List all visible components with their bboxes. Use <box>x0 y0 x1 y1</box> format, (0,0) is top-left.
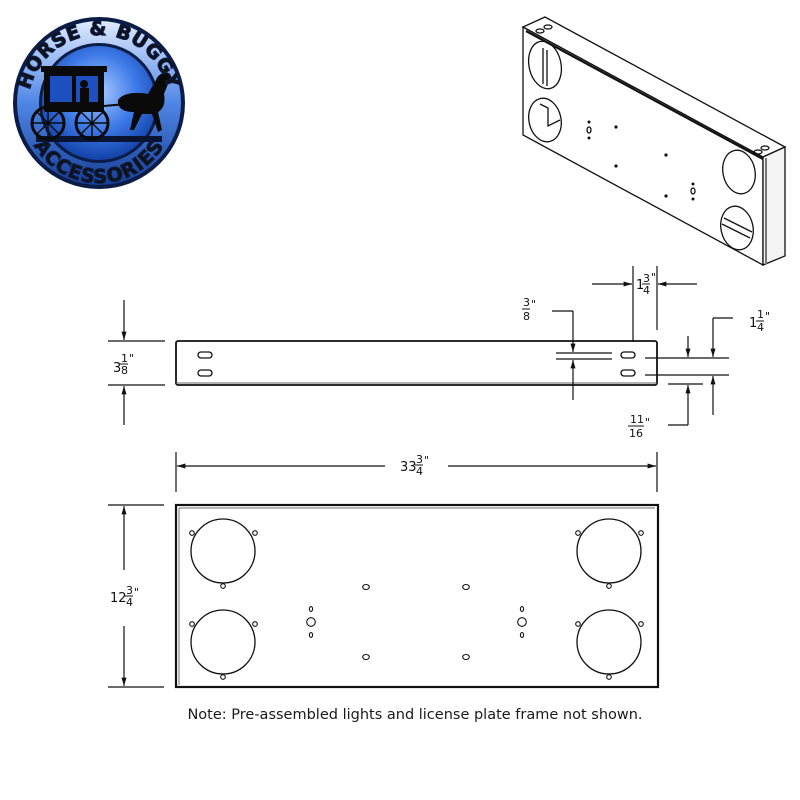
svg-text:16: 16 <box>629 427 643 440</box>
buggy-silhouette-icon <box>41 66 127 112</box>
isometric-view <box>521 16 787 267</box>
side-profile <box>175 340 658 386</box>
svg-text:8: 8 <box>523 310 530 323</box>
wheel-icon <box>30 105 110 141</box>
svg-text:3: 3 <box>113 361 121 376</box>
dim-label-overall-height: 12 3 4 " <box>110 584 139 609</box>
svg-text:8: 8 <box>121 364 128 377</box>
svg-text:11: 11 <box>630 413 644 426</box>
svg-text:3: 3 <box>643 272 650 285</box>
lamp-cutouts <box>190 518 642 675</box>
svg-text:": " <box>129 352 134 365</box>
dim-label-slot-spacing: 3 8 " <box>522 296 536 323</box>
dimension-lines <box>108 266 733 688</box>
svg-text:3: 3 <box>126 584 133 597</box>
mounting-holes <box>189 530 644 680</box>
svg-text:4: 4 <box>643 284 650 297</box>
svg-text:4: 4 <box>757 321 764 334</box>
horse-silhouette-icon <box>118 72 174 132</box>
svg-text:3: 3 <box>416 453 423 466</box>
brand-logo: HORSE & BUGGY ACCESSORIES <box>13 17 185 189</box>
svg-text:4: 4 <box>126 596 133 609</box>
svg-text:4: 4 <box>416 465 423 478</box>
svg-text:": " <box>424 454 429 467</box>
dim-label-side-height: 3 1 8 " <box>113 352 134 377</box>
svg-text:": " <box>645 416 650 429</box>
svg-text:": " <box>531 298 536 311</box>
svg-text:1: 1 <box>636 278 644 293</box>
front-view <box>174 503 660 689</box>
dim-label-bottom-gap: 11 16 " <box>628 413 650 440</box>
dim-label-top-gap: 1 1 4 " <box>749 308 770 334</box>
svg-text:3: 3 <box>523 296 530 309</box>
svg-text:33: 33 <box>400 460 417 475</box>
svg-text:12: 12 <box>110 591 127 606</box>
svg-text:1: 1 <box>749 316 757 331</box>
svg-text:1: 1 <box>121 352 128 365</box>
drawing-note: Note: Pre-assembled lights and license p… <box>187 707 643 723</box>
svg-text:": " <box>651 271 656 284</box>
side-view <box>175 340 658 386</box>
svg-text:": " <box>134 586 139 599</box>
svg-text:": " <box>765 310 770 323</box>
svg-text:1: 1 <box>757 308 764 321</box>
dim-label-edge-offset: 1 3 4 " <box>636 271 656 297</box>
dim-label-overall-length: 33 3 4 " <box>400 453 429 478</box>
